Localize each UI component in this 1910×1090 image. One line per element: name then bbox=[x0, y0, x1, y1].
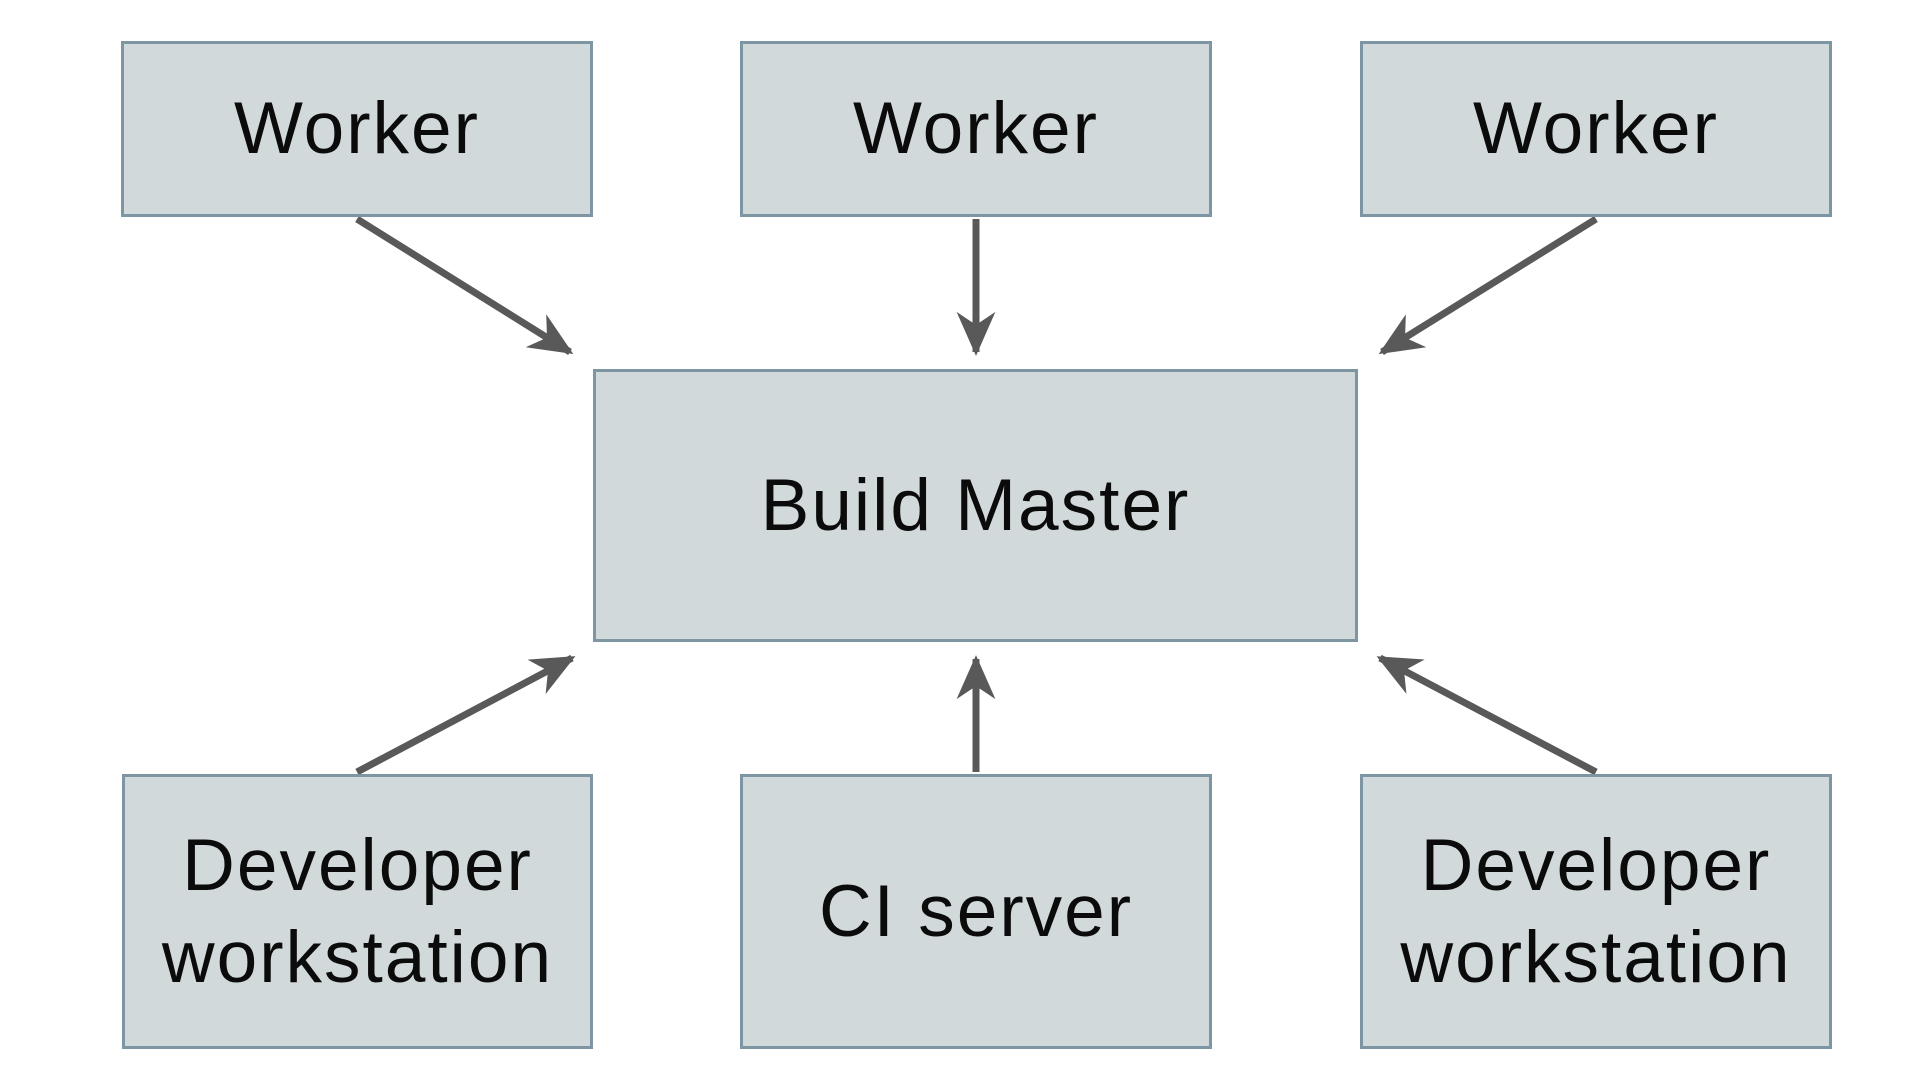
node-worker-center: Worker bbox=[740, 41, 1212, 217]
node-worker-center-label: Worker bbox=[853, 88, 1099, 170]
arrow-dev-right-to-build-master bbox=[1376, 654, 1598, 776]
arrow-dev-left-to-build-master bbox=[355, 654, 576, 776]
node-ci-server: CI server bbox=[740, 774, 1212, 1049]
arrow-worker-right-to-build-master bbox=[1378, 216, 1598, 355]
node-ci-server-label: CI server bbox=[818, 870, 1134, 952]
node-worker-right: Worker bbox=[1360, 41, 1832, 217]
node-worker-left: Worker bbox=[121, 41, 593, 217]
node-developer-workstation-right-label: Developer workstation bbox=[1400, 824, 1792, 998]
node-build-master: Build Master bbox=[593, 369, 1358, 642]
node-build-master-label: Build Master bbox=[760, 464, 1191, 546]
node-developer-workstation-left-label: Developer workstation bbox=[161, 824, 554, 998]
node-worker-left-label: Worker bbox=[234, 88, 480, 170]
node-developer-workstation-left: Developer workstation bbox=[122, 774, 593, 1049]
arrow-worker-left-to-build-master bbox=[355, 216, 574, 355]
node-worker-right-label: Worker bbox=[1473, 88, 1719, 170]
node-developer-workstation-right: Developer workstation bbox=[1360, 774, 1832, 1049]
